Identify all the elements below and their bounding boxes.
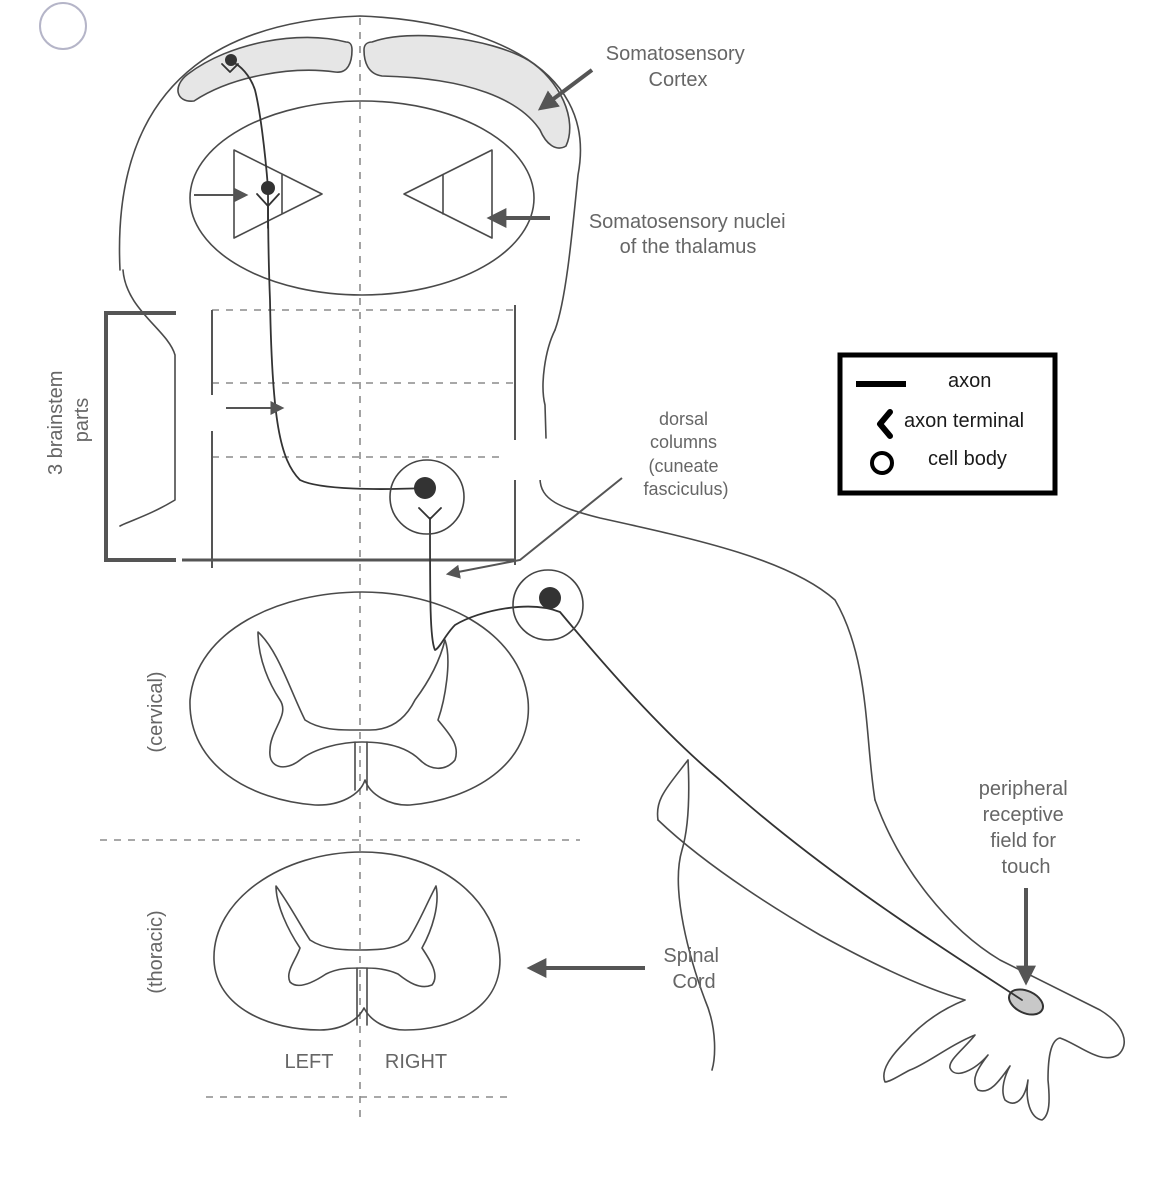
legend: axon axon terminal cell body (837, 352, 1058, 496)
cortex-right-hemisphere (363, 34, 571, 149)
legend-label-axon-terminal: axon terminal (904, 410, 1024, 432)
third-order-axon (231, 61, 269, 189)
dorsal-columns-label: dorsal columns (cuneate fasciculus) (643, 409, 728, 499)
right-label: RIGHT (385, 1051, 447, 1073)
cuneate-cell-body (414, 477, 436, 499)
chevron-icon (877, 409, 893, 439)
thalamus-nucleus-right (403, 149, 493, 239)
head-outline (118, 15, 582, 331)
dorsal-columns-pointer (445, 477, 623, 579)
first-order-axon (429, 517, 1023, 1001)
torso-contour (677, 759, 716, 1071)
cervical-grey-matter (257, 631, 457, 770)
receptive-field-spot (1008, 988, 1044, 1016)
second-order-axon-terminal (256, 193, 280, 229)
third-order-axon-terminal (221, 63, 239, 73)
brainstem-dashed-box (211, 309, 516, 561)
brainstem-white-gap-left (176, 395, 228, 431)
selection-radio-circle[interactable] (39, 2, 87, 50)
legend-label-cell-body: cell body (928, 448, 1007, 470)
circle-icon (870, 451, 894, 475)
thoracic-label: (thoracic) (145, 910, 167, 993)
cuneate-nucleus-ring (389, 459, 465, 535)
brainstem-label: 3 brainstem parts (45, 365, 93, 475)
thoracic-cord-outline (213, 851, 501, 1031)
arm-outline (657, 799, 1126, 1121)
brainstem-left-contour (119, 269, 176, 527)
cortex-left-hemisphere (177, 36, 353, 102)
cortical-cell-body (225, 54, 237, 66)
second-order-axon (267, 189, 425, 490)
spinal-cord-label: Spinal Cord (663, 945, 724, 993)
first-order-axon-terminal (418, 507, 442, 520)
brainstem-bracket (104, 311, 176, 562)
cervical-median-fissure (354, 741, 368, 791)
cortex-arrow (537, 68, 594, 111)
left-label: LEFT (285, 1051, 334, 1073)
brainstem-white-gap-right (500, 440, 545, 480)
dorsal-root-ganglion-cell-body (539, 587, 561, 609)
receptive-field-label: peripheral receptive field for touch (979, 778, 1074, 878)
neck-right-contour (539, 477, 876, 801)
thalamus-outline (189, 100, 535, 296)
arm-inner-contour (656, 759, 689, 821)
thalamus-label: Somatosensory nuclei of the thalamus (589, 211, 791, 258)
cervical-label: (cervical) (145, 671, 167, 752)
cortex-label: Somatosensory Cortex (606, 43, 751, 91)
cervical-cord-outline (189, 591, 530, 806)
brainstem-right-contour (542, 329, 556, 439)
legend-label-axon: axon (948, 370, 991, 392)
thalamic-cell-body (261, 181, 275, 195)
thoracic-grey-matter (275, 885, 438, 988)
thoracic-median-fissure (356, 967, 368, 1026)
dorsal-root-ganglion-ring (512, 569, 584, 641)
